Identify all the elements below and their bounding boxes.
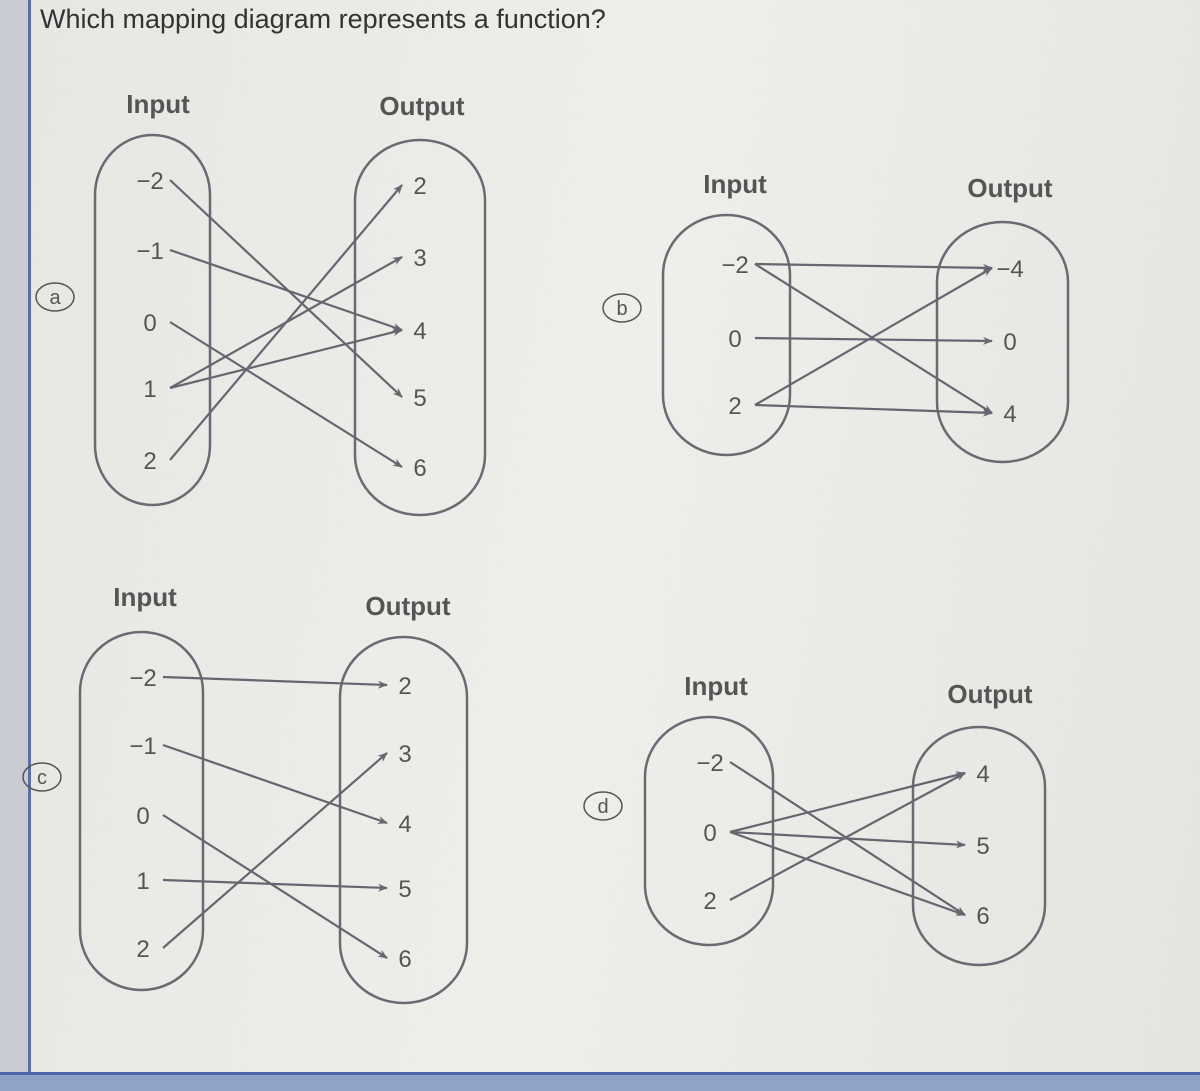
option-label: c [37, 767, 47, 789]
mapping-arrow [754, 262, 993, 272]
option-circle [602, 293, 642, 323]
mapping-diagram-a: a Input Output −2 −1 0 1 2 2 3 4 5 6 [35, 89, 487, 517]
input-value: 0 [703, 820, 716, 847]
input-title: Input [703, 169, 767, 199]
input-value: −2 [721, 252, 748, 279]
output-value: −4 [996, 256, 1023, 283]
input-oval [78, 630, 205, 992]
mapping-arrow [754, 267, 993, 406]
input-value: −1 [136, 238, 163, 265]
mapping-arrow [162, 743, 388, 825]
mapping-arrow [729, 772, 966, 901]
output-title: Output [365, 591, 451, 621]
output-value: 6 [413, 455, 426, 482]
mapping-arrow [729, 830, 966, 849]
option-label: b [616, 298, 627, 320]
input-value: 0 [143, 310, 156, 337]
input-oval [93, 133, 212, 507]
option-circle [35, 282, 75, 312]
output-value: 4 [1003, 401, 1016, 428]
mapping-diagram-d: d Input Output −2 0 2 4 5 6 [583, 671, 1047, 967]
output-value: 3 [398, 741, 411, 768]
output-value: 4 [398, 811, 411, 838]
output-oval [338, 635, 469, 1005]
mapping-arrow [754, 403, 993, 417]
mapping-arrow [162, 675, 388, 689]
option-d[interactable]: d [583, 791, 623, 821]
input-title: Input [113, 582, 177, 612]
mapping-arrow [169, 328, 403, 390]
input-value: 2 [703, 888, 716, 915]
output-value: 4 [413, 318, 426, 345]
option-label: a [49, 287, 61, 309]
mapping-arrow [169, 248, 403, 332]
bottom-border [0, 1072, 1200, 1091]
output-title: Output [379, 91, 465, 121]
option-a[interactable]: a [35, 282, 75, 312]
mapping-arrow [729, 771, 966, 834]
input-value: 1 [136, 868, 149, 895]
mapping-arrow [162, 814, 388, 959]
input-value: −2 [696, 750, 723, 777]
output-oval [911, 725, 1047, 967]
option-circle [22, 762, 62, 792]
option-b[interactable]: b [602, 293, 642, 323]
mapping-arrow [169, 321, 403, 468]
output-value: 5 [398, 876, 411, 903]
input-oval [643, 715, 775, 947]
input-title: Input [126, 89, 190, 119]
option-c[interactable]: c [22, 762, 62, 792]
left-border [0, 0, 31, 1088]
input-value: 2 [728, 393, 741, 420]
mapping-diagram-b: b Input Output −2 0 2 −4 0 4 [602, 169, 1070, 464]
output-value: 0 [1003, 329, 1016, 356]
output-value: 4 [976, 761, 989, 788]
mapping-arrow [162, 752, 388, 949]
input-value: 2 [143, 448, 156, 475]
output-title: Output [947, 679, 1033, 709]
input-value: −1 [129, 733, 156, 760]
input-value: 0 [728, 326, 741, 353]
output-value: 2 [398, 673, 411, 700]
input-value: 0 [136, 803, 149, 830]
input-title: Input [684, 671, 748, 701]
mapping-arrow [729, 830, 966, 917]
input-value: 1 [143, 376, 156, 403]
input-oval [661, 213, 792, 457]
output-oval [353, 138, 487, 517]
option-label: d [597, 796, 608, 818]
question-text: Which mapping diagram represents a funct… [40, 4, 606, 34]
output-value: 6 [398, 946, 411, 973]
output-title: Output [967, 173, 1053, 203]
output-value: 3 [413, 245, 426, 272]
input-value: −2 [136, 168, 163, 195]
mapping-arrow [754, 336, 993, 345]
mapping-arrow [169, 184, 403, 461]
option-circle [583, 791, 623, 821]
output-value: 5 [413, 385, 426, 412]
input-value: 2 [136, 936, 149, 963]
mapping-arrow [162, 878, 388, 892]
output-value: 6 [976, 903, 989, 930]
output-oval [935, 220, 1070, 464]
input-value: −2 [129, 665, 156, 692]
output-value: 2 [413, 173, 426, 200]
mapping-arrow [169, 179, 403, 398]
output-value: 5 [976, 833, 989, 860]
mapping-diagram-c: c Input Output −2 −1 0 1 2 2 3 4 5 6 [22, 582, 469, 1005]
